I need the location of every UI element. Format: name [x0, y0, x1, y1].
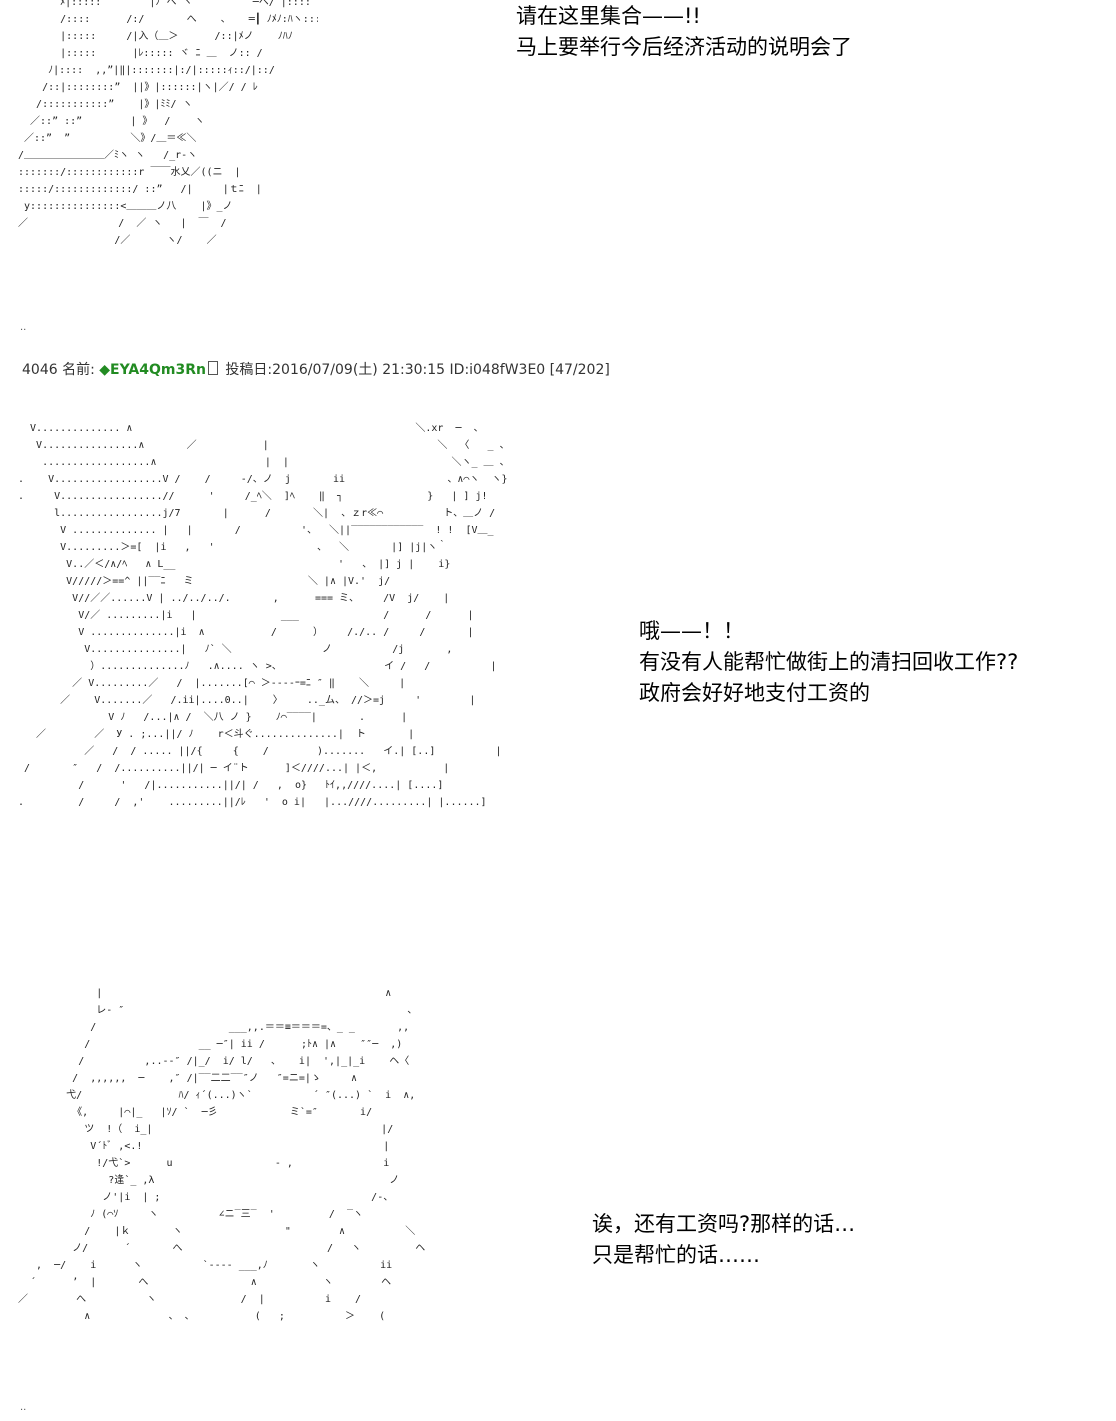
- speech-text-3: 诶，还有工资吗?那样的话… 只是帮忙的话……: [592, 1209, 855, 1271]
- name-label: 名前:: [62, 362, 95, 378]
- speech-text-1: 请在这里集合——!! 马上要举行今后经济活动的说明会了: [516, 1, 852, 63]
- post-number: 4046: [22, 362, 58, 378]
- post-date: 2016/07/09(土) 21:30:15: [272, 362, 446, 378]
- speech-line: 请在这里集合——!!: [516, 4, 701, 28]
- ascii-art-character-1: ﾒ|::::: |ﾉ ヘ ヽ ─ヘ/ |:::: ｌ、 /:::: /:/ へ …: [18, 0, 318, 246]
- poster-name: ◆EYA4Qm3Rn: [99, 362, 206, 378]
- speech-line: 马上要举行今后经济活动的说明会了: [516, 35, 852, 59]
- ascii-art-character-3: | ∧ レ- ″ 、 / ___,,.＝＝≡＝＝＝=、_ _ ,, /: [18, 988, 426, 1322]
- speech-line: 哦——！！: [639, 619, 744, 643]
- trip-box-icon: [207, 361, 218, 375]
- speech-line: 有没有人能帮忙做街上的清扫回收工作??: [639, 650, 1019, 674]
- date-label: 投稿日:: [225, 362, 273, 378]
- post-count: [47/202]: [549, 362, 610, 378]
- speech-line: 只是帮忙的话……: [592, 1243, 760, 1267]
- post-header: 4046 名前: ◆EYA4Qm3Rn 投稿日:2016/07/09(土) 21…: [22, 361, 610, 379]
- speech-text-2: 哦——！！ 有没有人能帮忙做街上的清扫回收工作?? 政府会好好地支付工资的: [639, 616, 1018, 709]
- post-id: ID:i048fW3E0: [449, 362, 546, 378]
- separator-dots: ..: [20, 322, 27, 333]
- speech-line: 政府会好好地支付工资的: [639, 681, 870, 705]
- speech-line: 诶，还有工资吗?那样的话…: [592, 1212, 856, 1236]
- separator-dots: ..: [20, 1402, 27, 1413]
- ascii-art-character-2: V.............. ∧ ＼.xr ─ 、 V............…: [18, 423, 510, 808]
